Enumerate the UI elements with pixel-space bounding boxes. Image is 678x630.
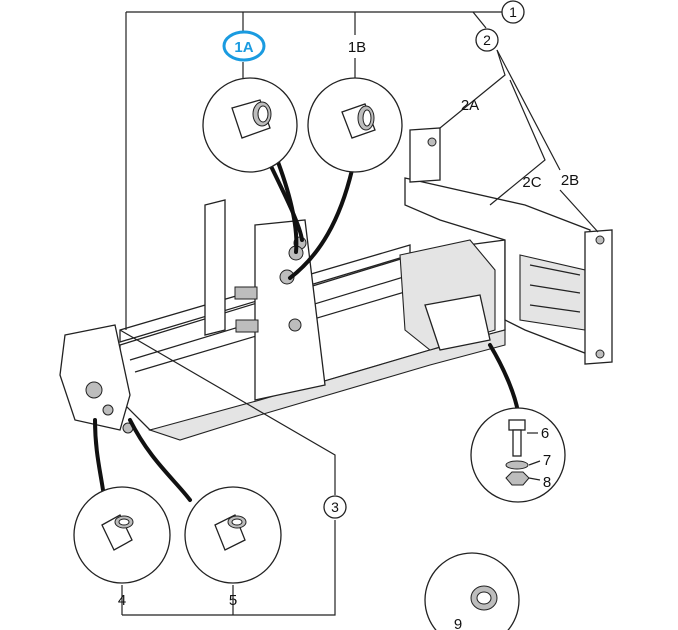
detail-circle-9: [424, 552, 520, 630]
detail-circle-5: [184, 486, 282, 584]
label-2a: 2A: [461, 97, 479, 114]
label-9: 9: [454, 616, 462, 630]
callout-2: 2: [475, 28, 499, 52]
detail-circle-1a: [202, 77, 298, 173]
label-1a-highlight: 1A: [222, 30, 266, 62]
leader-lines: [119, 11, 599, 616]
label-7: 7: [543, 452, 551, 469]
label-5: 5: [229, 592, 237, 609]
label-6: 6: [541, 425, 549, 442]
svg-text:3: 3: [331, 499, 339, 515]
svg-text:2: 2: [483, 32, 491, 48]
label-4: 4: [118, 592, 126, 609]
label-2c: 2C: [522, 174, 541, 191]
detail-circle-4: [73, 486, 171, 584]
svg-text:1A: 1A: [234, 39, 253, 56]
detail-circle-1b: [307, 77, 403, 173]
label-1b: 1B: [348, 39, 366, 56]
detail-circle-6-7-8: [470, 407, 566, 503]
pointer-lines: [93, 158, 520, 502]
main-frame: [59, 127, 613, 441]
svg-text:1: 1: [509, 4, 517, 20]
label-2b: 2B: [561, 172, 579, 189]
label-8: 8: [543, 474, 551, 491]
callout-1: 1: [501, 0, 525, 24]
callout-3: 3: [323, 495, 347, 519]
